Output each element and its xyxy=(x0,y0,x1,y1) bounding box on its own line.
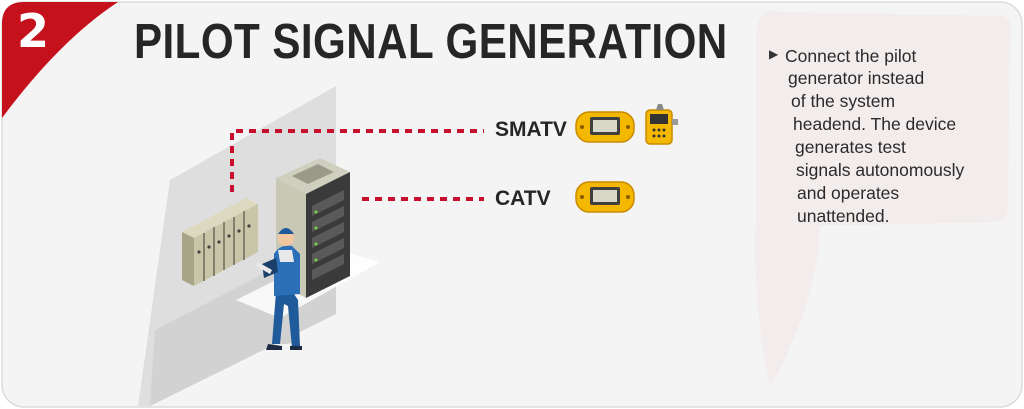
catv-label: CATV xyxy=(495,187,551,210)
smatv-label: SMATV xyxy=(495,118,567,141)
note-line: and operates xyxy=(797,183,900,203)
bullet-triangle-icon: ▶ xyxy=(769,47,779,61)
headend-rack xyxy=(182,198,258,286)
catv-meter-icon xyxy=(575,181,635,213)
note-line: Connect the pilot xyxy=(785,46,917,66)
page-title: PILOT SIGNAL GENERATION xyxy=(134,15,728,69)
note-line: unattended. xyxy=(797,206,890,226)
note-line: generator instead xyxy=(788,68,925,88)
note-line: generates test xyxy=(795,137,906,157)
note-line: headend. The device xyxy=(793,114,957,134)
note-line: of the system xyxy=(791,91,896,111)
step-badge xyxy=(2,2,118,118)
technician xyxy=(256,228,302,350)
step-number: 2 xyxy=(16,4,49,58)
note-line: signals autonomously xyxy=(796,160,965,180)
smatv-meter-icon xyxy=(575,111,635,143)
note-panel xyxy=(755,11,1011,388)
pilot-generator-icon xyxy=(645,104,678,145)
